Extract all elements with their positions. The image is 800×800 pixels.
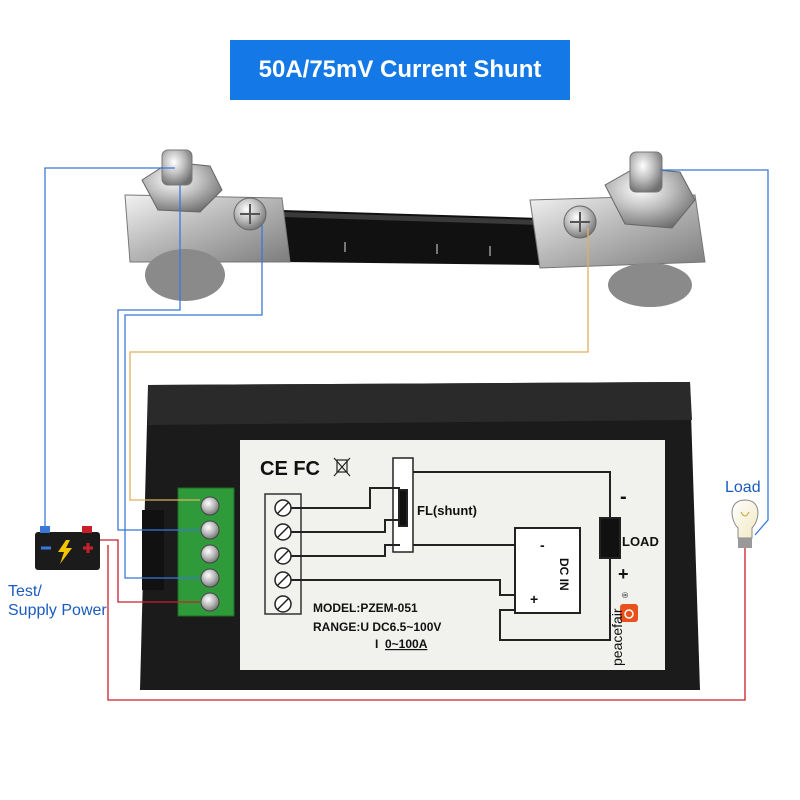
page-title: 50A/75mV Current Shunt <box>258 56 542 83</box>
terminal-screws <box>200 496 220 612</box>
wire-load-return <box>660 169 769 536</box>
label-schematic <box>264 457 621 641</box>
dcin-label: DC IN <box>557 558 571 591</box>
weee-bin-icon <box>333 457 351 477</box>
wire-shunt-in <box>117 185 200 531</box>
current-shunt <box>124 149 706 307</box>
range-current-prefix: I <box>375 637 378 651</box>
power-label: Test/ Supply Power <box>8 582 107 620</box>
power-label-line1: Test/ <box>8 583 42 600</box>
registered-mark: ® <box>621 592 630 598</box>
model-text: MODEL:PZEM-051 <box>313 601 418 615</box>
page-title-banner: 50A/75mV Current Shunt <box>230 40 570 100</box>
light-bulb-icon <box>731 499 759 548</box>
shunt-label: FL(shunt) <box>417 503 477 518</box>
certification-marks: CE FC <box>260 458 320 480</box>
wire-sense-left <box>124 225 263 579</box>
wire-power-to-load <box>107 545 746 701</box>
dcin-plus-sign: + <box>530 591 538 607</box>
peacefair-logo: peacefair ® <box>609 592 638 666</box>
load-label: LOAD <box>622 534 659 549</box>
wire-power-positive <box>98 539 200 603</box>
power-label-line2: Supply Power <box>8 602 107 619</box>
battery-icon <box>35 526 100 570</box>
shunt-right-block <box>529 151 706 307</box>
load-plus-sign: + <box>618 564 629 584</box>
range-current-text: 0~100A <box>385 637 428 651</box>
meter-module <box>140 382 700 690</box>
brand-text: peacefair <box>609 608 625 666</box>
load-label-outside: Load <box>725 479 761 496</box>
wire-sense-right <box>129 228 589 501</box>
range-voltage-text: RANGE:U DC6.5~100V <box>313 620 441 634</box>
terminal-block <box>177 487 235 617</box>
wiring <box>44 167 769 701</box>
load-minus-sign: - <box>620 486 627 508</box>
shunt-strip <box>282 210 540 265</box>
shunt-left-block <box>124 149 291 301</box>
dcin-minus-sign: - <box>540 537 545 553</box>
wire-battery-negative <box>44 167 175 535</box>
